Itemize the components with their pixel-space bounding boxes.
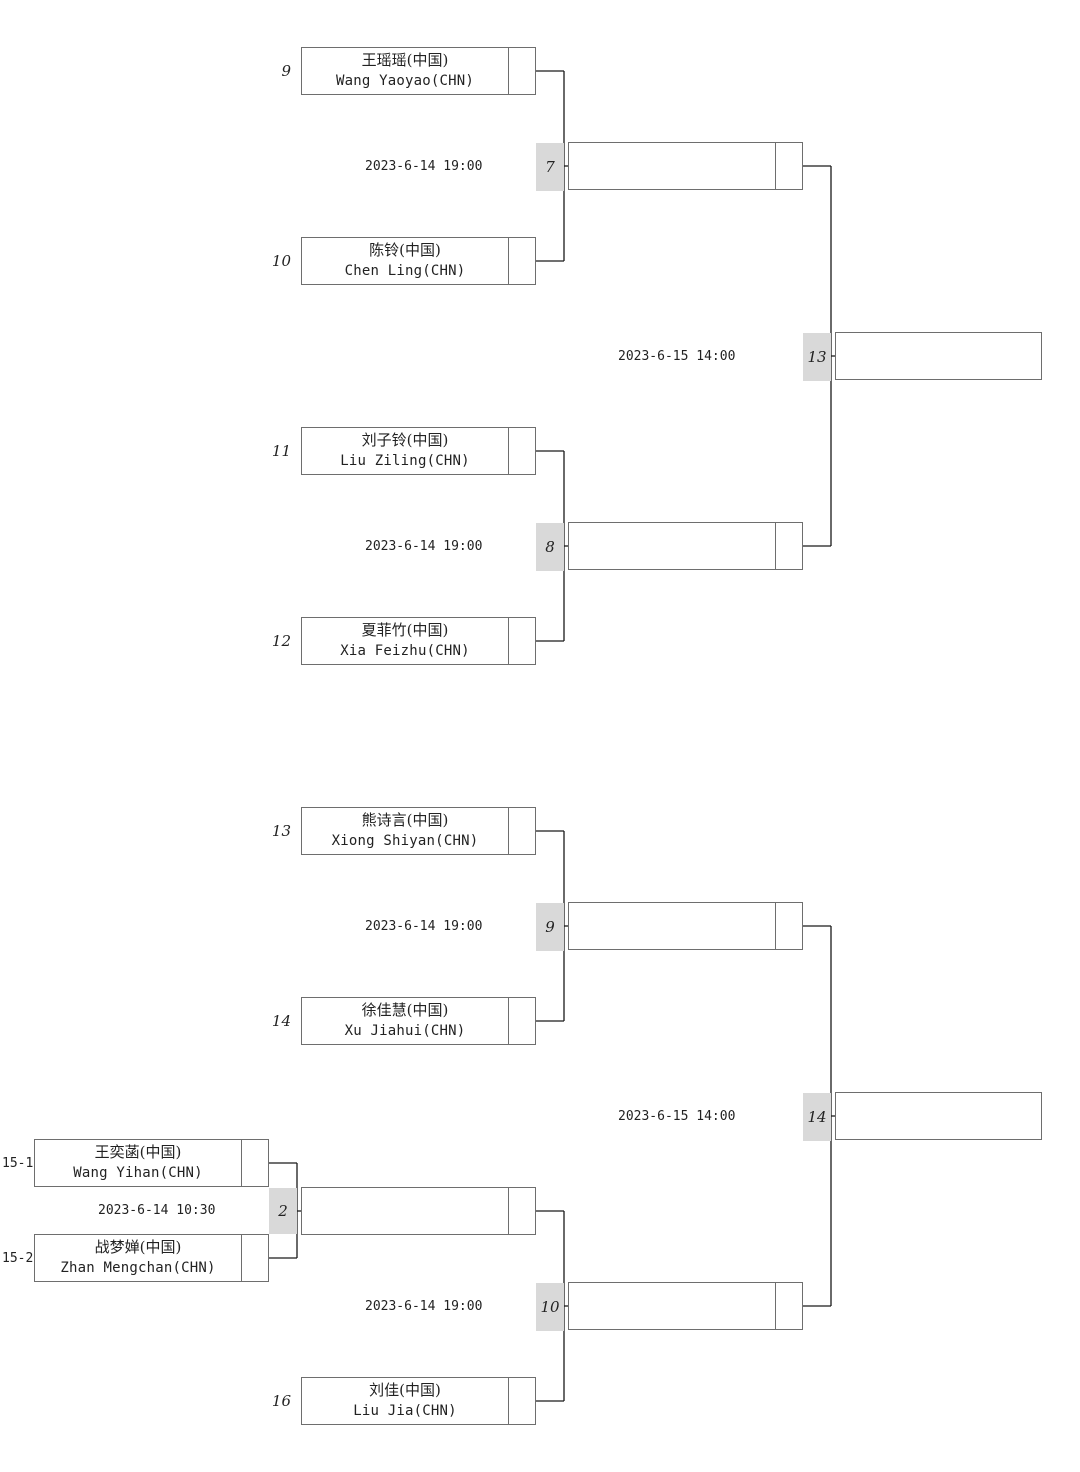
seed-label: 9 [281, 62, 291, 80]
player-name-cn: 刘佳(中国) [369, 1381, 441, 1399]
player-name-en: Xia Feizhu(CHN) [340, 643, 470, 659]
seed-label: 16 [271, 1392, 291, 1410]
seed-label: 14 [271, 1012, 291, 1030]
player-box: 王奕菡(中国) Wang Yihan(CHN) [34, 1139, 269, 1187]
player-name-cn: 王瑶瑶(中国) [361, 51, 449, 69]
match-time: 2023-6-14 19:00 [365, 1299, 483, 1314]
player-name-cn: 夏菲竹(中国) [361, 621, 449, 639]
player-name-en: Xiong Shiyan(CHN) [331, 833, 479, 849]
player-name-en: Wang Yaoyao(CHN) [335, 73, 475, 89]
score-cell [508, 808, 535, 854]
winner-box [568, 902, 803, 950]
player-name-en: Zhan Mengchan(CHN) [60, 1260, 216, 1276]
player-box: 熊诗言(中国) Xiong Shiyan(CHN) [301, 807, 536, 855]
score-cell [775, 143, 802, 189]
player-name-cn: 刘子铃(中国) [361, 431, 449, 449]
score-cell [241, 1140, 268, 1186]
seed-label: 11 [271, 442, 291, 460]
winner-box [568, 522, 803, 570]
score-cell [508, 1378, 535, 1424]
score-cell [508, 428, 535, 474]
seed-label: 10 [271, 252, 291, 270]
score-cell [508, 48, 535, 94]
seed-label: 13 [271, 822, 291, 840]
match-time: 2023-6-14 19:00 [365, 159, 483, 174]
player-name-cn: 熊诗言(中国) [361, 811, 449, 829]
match-time: 2023-6-15 14:00 [618, 1109, 736, 1124]
player-box: 战梦婵(中国) Zhan Mengchan(CHN) [34, 1234, 269, 1282]
winner-box [835, 1092, 1042, 1140]
match-time: 2023-6-14 19:00 [365, 919, 483, 934]
player-name-en: Xu Jiahui(CHN) [344, 1023, 466, 1039]
winner-box [568, 142, 803, 190]
winner-box [301, 1187, 536, 1235]
player-name-cn: 战梦婵(中国) [94, 1238, 182, 1256]
score-cell [508, 1188, 535, 1234]
match-time: 2023-6-14 10:30 [98, 1203, 216, 1218]
player-name-en: Liu Jia(CHN) [353, 1403, 457, 1419]
match-number-badge: 8 [536, 523, 564, 571]
match-number-badge: 10 [536, 1283, 564, 1331]
match-number-badge: 13 [803, 333, 831, 381]
match-time: 2023-6-14 19:00 [365, 539, 483, 554]
winner-box [568, 1282, 803, 1330]
match-time: 2023-6-15 14:00 [618, 349, 736, 364]
score-cell [508, 618, 535, 664]
match-number-badge: 2 [269, 1188, 297, 1234]
player-box: 徐佳慧(中国) Xu Jiahui(CHN) [301, 997, 536, 1045]
winner-box [835, 332, 1042, 380]
player-box: 刘佳(中国) Liu Jia(CHN) [301, 1377, 536, 1425]
player-name-en: Chen Ling(CHN) [344, 263, 466, 279]
player-name-en: Liu Ziling(CHN) [340, 453, 470, 469]
seed-label: 15-1 [2, 1156, 34, 1171]
score-cell [775, 523, 802, 569]
match-number-badge: 14 [803, 1093, 831, 1141]
seed-label: 12 [271, 632, 291, 650]
player-name-cn: 徐佳慧(中国) [361, 1001, 449, 1019]
score-cell [508, 998, 535, 1044]
match-number-badge: 7 [536, 143, 564, 191]
player-box: 陈铃(中国) Chen Ling(CHN) [301, 237, 536, 285]
player-box: 刘子铃(中国) Liu Ziling(CHN) [301, 427, 536, 475]
score-cell [508, 238, 535, 284]
seed-label: 15-2 [2, 1251, 34, 1266]
score-cell [241, 1235, 268, 1281]
player-box: 夏菲竹(中国) Xia Feizhu(CHN) [301, 617, 536, 665]
match-number-badge: 9 [536, 903, 564, 951]
player-name-cn: 陈铃(中国) [369, 241, 441, 259]
score-cell [775, 903, 802, 949]
player-box: 王瑶瑶(中国) Wang Yaoyao(CHN) [301, 47, 536, 95]
player-name-cn: 王奕菡(中国) [94, 1143, 182, 1161]
score-cell [775, 1283, 802, 1329]
player-name-en: Wang Yihan(CHN) [73, 1165, 203, 1181]
